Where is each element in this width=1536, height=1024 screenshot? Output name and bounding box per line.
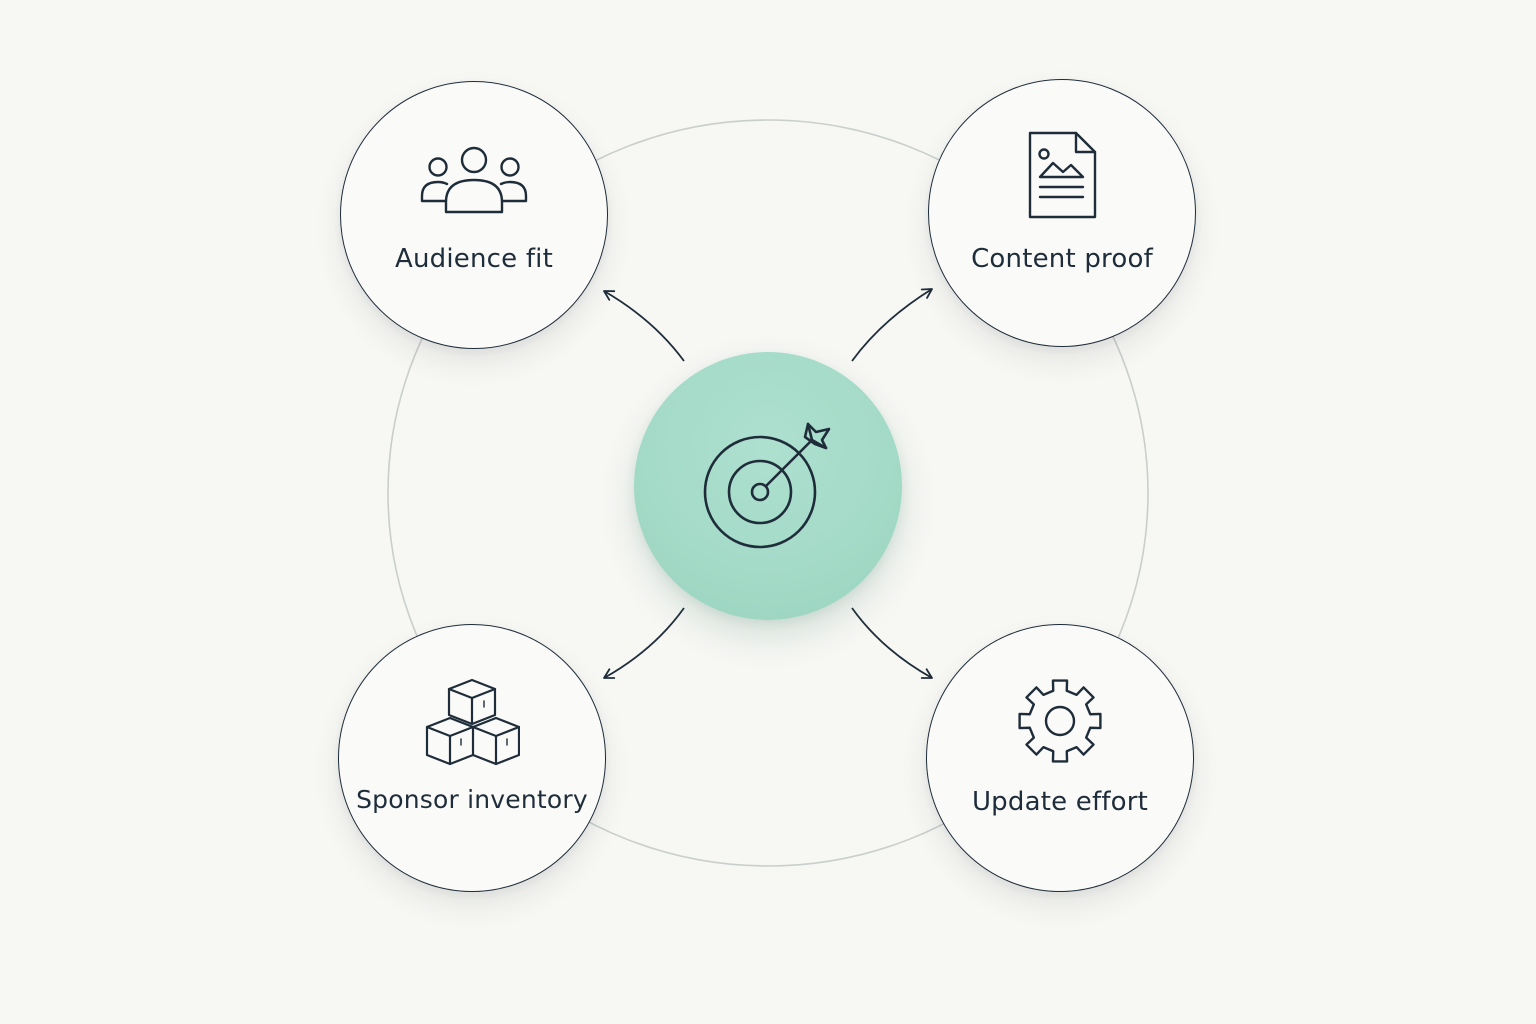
node-label: Sponsor inventory bbox=[356, 785, 588, 814]
node-audience-fit: Audience fit bbox=[340, 81, 608, 349]
boxes-icon bbox=[424, 677, 521, 773]
arrow-to-audience-fit bbox=[603, 290, 685, 362]
document-image-icon bbox=[1026, 130, 1098, 224]
target-icon bbox=[698, 414, 838, 558]
arrow-to-content-proof bbox=[851, 288, 933, 362]
node-sponsor-inventory: Sponsor inventory bbox=[338, 624, 606, 892]
node-label: Content proof bbox=[971, 244, 1153, 274]
outer-ring bbox=[387, 119, 1149, 867]
node-label: Update effort bbox=[971, 787, 1149, 817]
node-content-proof: Content proof bbox=[928, 79, 1196, 347]
hub-target bbox=[634, 352, 902, 620]
users-icon bbox=[419, 146, 529, 220]
arrow-to-sponsor-inventory bbox=[603, 607, 685, 679]
node-update-effort: Update effort bbox=[926, 624, 1194, 892]
node-label: Audience fit bbox=[395, 244, 553, 274]
gear-icon bbox=[1016, 677, 1104, 769]
arrow-to-update-effort bbox=[851, 607, 933, 679]
